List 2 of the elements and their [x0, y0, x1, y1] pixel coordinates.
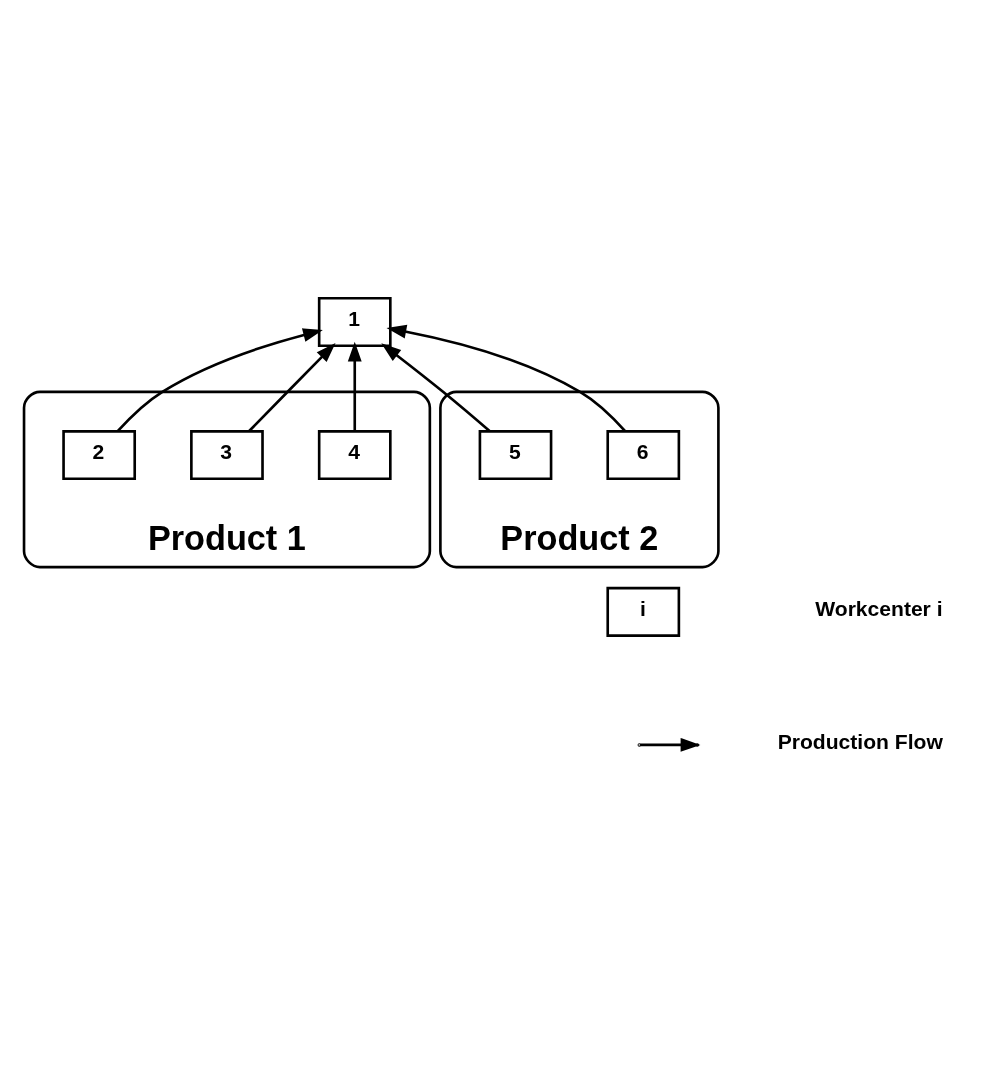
legend-label: Workcenter i [815, 596, 943, 620]
legend-label: Production Flow [777, 729, 943, 753]
